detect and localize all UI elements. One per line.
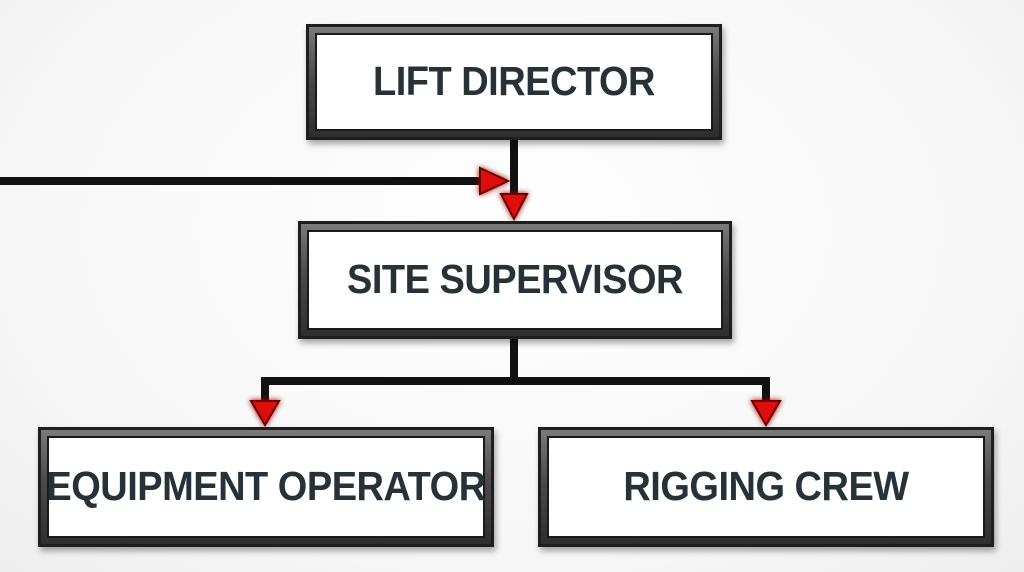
arrow-down-rigging-crew-arrowhead <box>750 400 782 427</box>
lift-director-label: LIFT DIRECTOR <box>372 58 656 105</box>
site-supervisor-box: SITE SUPERVISOR <box>298 221 732 339</box>
rigging-crew-box: RIGGING CREW <box>538 427 994 547</box>
equipment-operator-box: EQUIPMENT OPERATOR <box>38 427 494 547</box>
rigging-crew-panel: RIGGING CREW <box>547 436 985 538</box>
rigging-crew-label: RIGGING CREW <box>623 463 909 510</box>
lift-director-panel: LIFT DIRECTOR <box>315 33 713 131</box>
arrow-down-site-supervisor-arrowhead <box>499 193 529 222</box>
site-supervisor-label: SITE SUPERVISOR <box>346 256 684 303</box>
equipment-operator-label: EQUIPMENT OPERATOR <box>46 463 486 510</box>
equipment-operator-panel: EQUIPMENT OPERATOR <box>46 436 486 538</box>
lift-director-box: LIFT DIRECTOR <box>306 24 722 140</box>
arrow-down-equipment-operator-arrowhead <box>249 400 281 427</box>
site-supervisor-panel: SITE SUPERVISOR <box>307 230 723 330</box>
arrow-right-arrowhead <box>479 166 511 196</box>
